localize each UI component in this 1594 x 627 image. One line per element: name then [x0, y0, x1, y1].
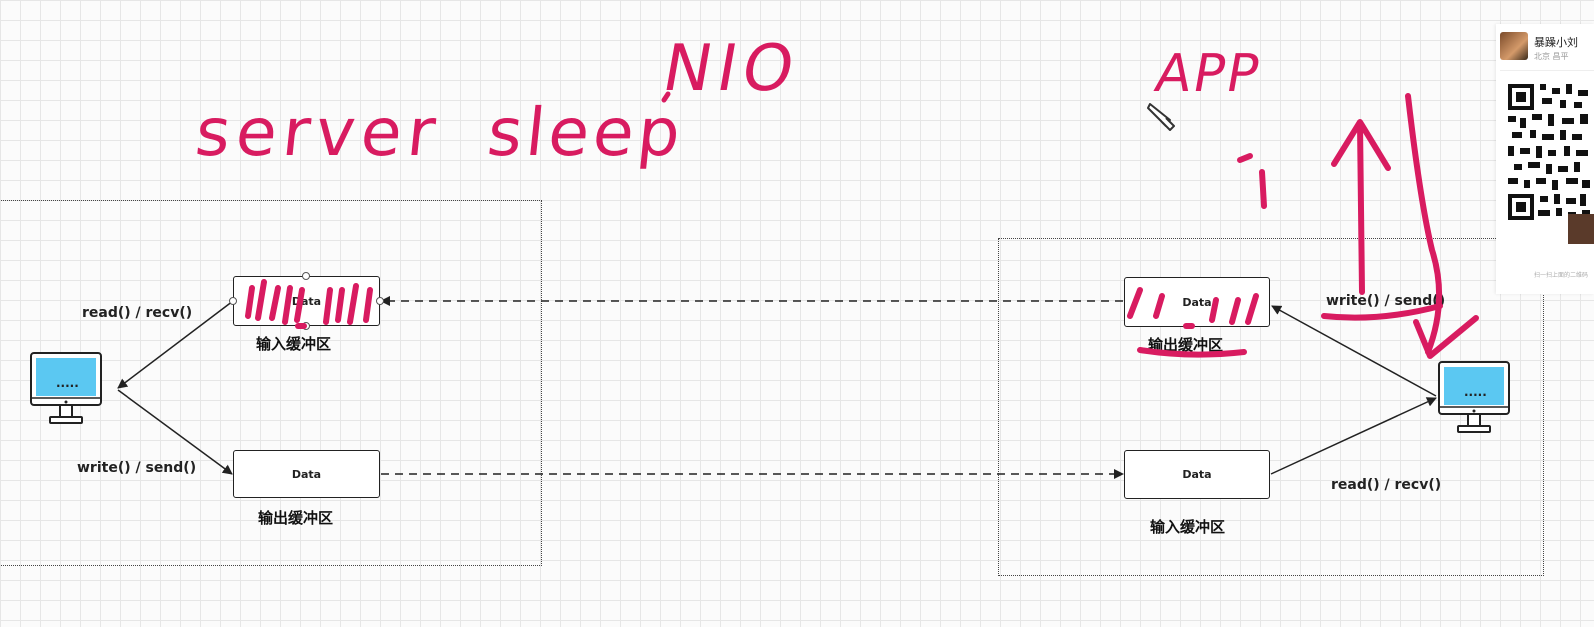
left-write-function: write() / send() — [77, 460, 197, 476]
right-computer-icon: ..... — [1438, 361, 1510, 435]
right-output-buffer-label: 输出缓冲区 — [1148, 336, 1224, 354]
right-output-buffer-box[interactable]: Data — [1124, 277, 1270, 327]
pen-cursor-icon — [1146, 100, 1178, 136]
right-read-function: read() / recv() — [1331, 477, 1442, 493]
left-input-buffer-box[interactable]: Data — [233, 276, 380, 326]
left-screen-text: ..... — [56, 376, 79, 390]
left-read-function: read() / recv() — [82, 305, 193, 321]
left-computer-icon: ..... — [30, 352, 102, 426]
right-input-buffer-data: Data — [1182, 468, 1212, 481]
profile-location: 北京 昌平 — [1534, 52, 1569, 61]
left-output-buffer-box[interactable]: Data — [233, 450, 380, 498]
right-host-zone — [998, 238, 1544, 576]
left-output-buffer-data: Data — [291, 467, 322, 481]
profile-footer: 扫一扫上面的二维码 — [1534, 272, 1589, 279]
qr-code-icon — [1508, 84, 1594, 250]
profile-divider — [1500, 70, 1594, 71]
left-output-buffer-label: 输出缓冲区 — [258, 509, 334, 527]
ink-word-app: APP — [1150, 44, 1266, 104]
right-write-function: write() / send() — [1326, 293, 1446, 309]
right-input-buffer-label: 输入缓冲区 — [1150, 518, 1226, 536]
profile-panel: 暴躁小刘 北京 昌平 扫一扫上面的二维码 — [1496, 24, 1594, 294]
ink-word-nio: NIO — [657, 32, 806, 106]
right-output-buffer-data: Data — [1182, 295, 1212, 309]
left-input-buffer-label: 输入缓冲区 — [256, 335, 332, 353]
ink-word-server: server — [191, 94, 445, 171]
left-input-buffer-data: Data — [291, 294, 322, 308]
right-input-buffer-box[interactable]: Data — [1124, 450, 1270, 499]
right-screen-text: ..... — [1464, 385, 1487, 399]
profile-name: 暴躁小刘 — [1534, 36, 1578, 49]
avatar[interactable] — [1500, 32, 1528, 60]
left-host-zone — [0, 200, 542, 566]
